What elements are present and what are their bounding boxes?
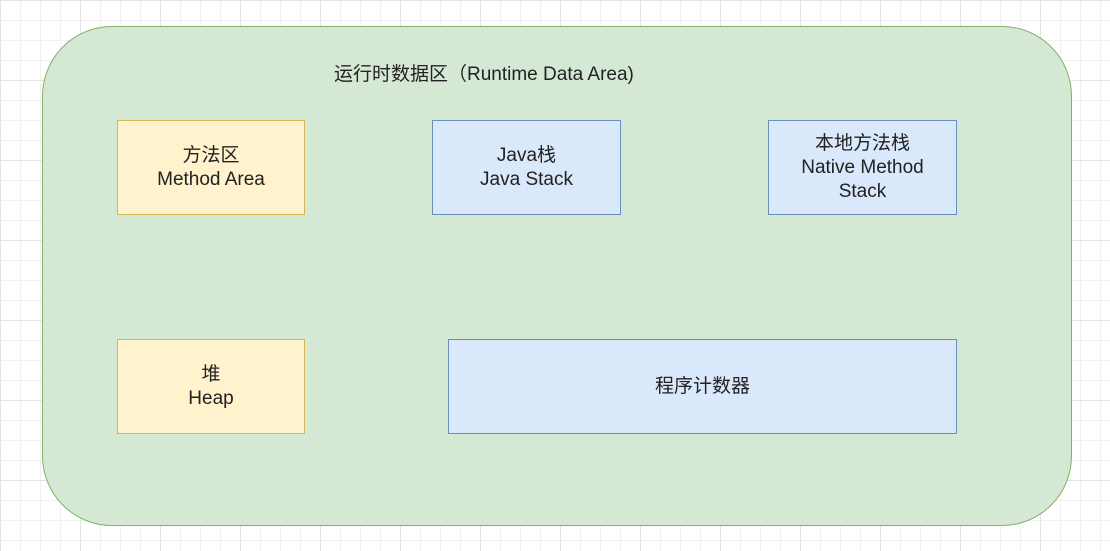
program-counter-box[interactable]: 程序计数器 (448, 339, 957, 434)
program-counter-label: 程序计数器 (654, 375, 750, 397)
java-stack-label-cn: Java栈 (496, 144, 557, 166)
heap-label-cn: 堆 (201, 363, 221, 385)
runtime-data-area-container[interactable] (42, 26, 1072, 526)
java-stack-box[interactable]: Java栈 Java Stack (432, 120, 621, 215)
heap-box[interactable]: 堆 Heap (117, 339, 305, 434)
method-area-box[interactable]: 方法区 Method Area (117, 120, 305, 215)
native-method-stack-box[interactable]: 本地方法栈 Native Method Stack (768, 120, 957, 215)
native-method-stack-label-en-2: Stack (838, 180, 887, 202)
method-area-label-cn: 方法区 (182, 144, 240, 166)
native-method-stack-label-cn: 本地方法栈 (814, 132, 910, 154)
heap-label-en: Heap (188, 387, 234, 409)
runtime-data-area-title: 运行时数据区（Runtime Data Area) (334, 64, 634, 85)
method-area-label-en: Method Area (157, 168, 265, 190)
native-method-stack-label-en-1: Native Method (801, 156, 924, 178)
java-stack-label-en: Java Stack (480, 168, 573, 190)
